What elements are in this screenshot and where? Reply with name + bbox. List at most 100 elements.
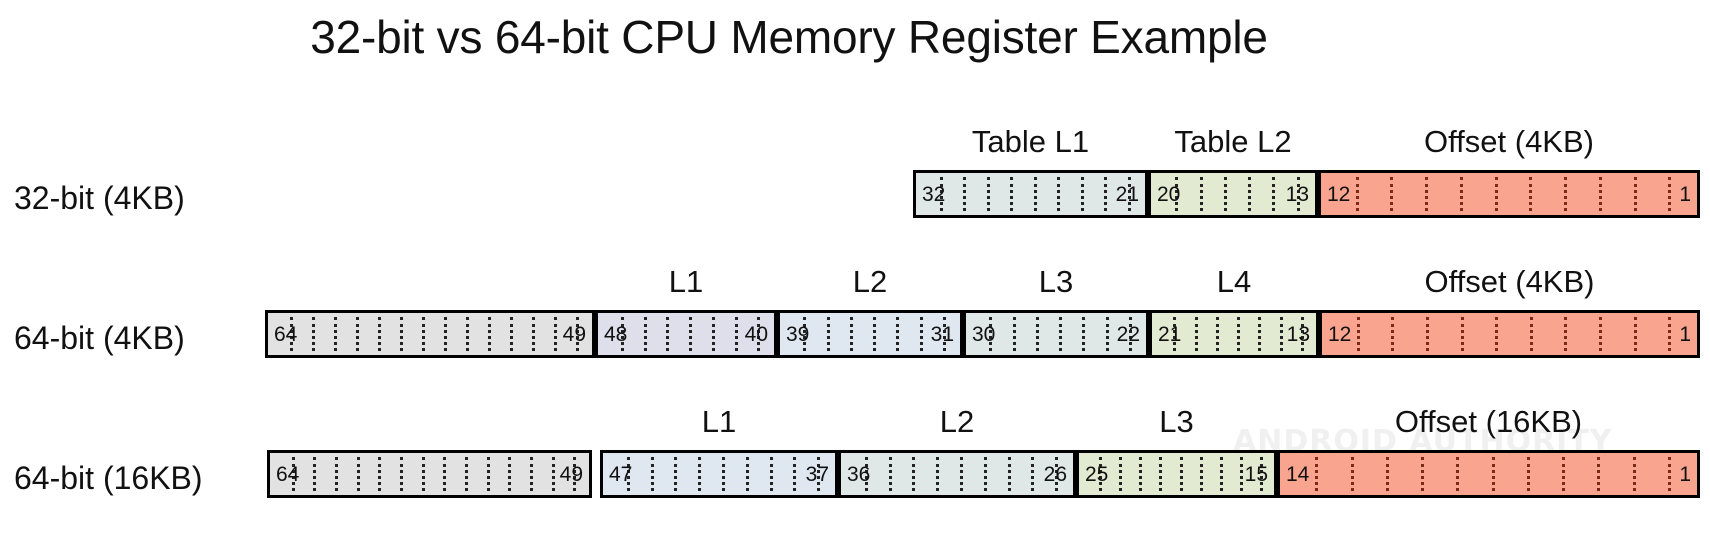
bit-separator-tick bbox=[1495, 317, 1499, 351]
bit-separator-tick bbox=[1033, 177, 1037, 211]
segment-end-bit: 1 bbox=[1679, 462, 1691, 486]
segment-end-bit: 26 bbox=[1043, 462, 1067, 486]
segment-caption: Offset (16KB) bbox=[1394, 404, 1583, 439]
segment-end-bit: 21 bbox=[1115, 182, 1139, 206]
bit-separators bbox=[603, 453, 835, 495]
bit-separator-tick bbox=[1315, 457, 1319, 491]
bit-separators bbox=[270, 453, 589, 495]
bit-separator-tick bbox=[1564, 177, 1568, 211]
bit-separator-tick bbox=[745, 457, 749, 491]
bit-separator-tick bbox=[1104, 177, 1107, 211]
bit-separators bbox=[916, 173, 1145, 215]
segment-caption: L1 bbox=[701, 404, 737, 439]
bit-separators bbox=[1321, 173, 1697, 215]
segment-caption: L2 bbox=[852, 264, 888, 299]
segment-caption: Table L2 bbox=[1174, 124, 1292, 159]
bit-separator-tick bbox=[1248, 177, 1252, 211]
segment-end-bit: 13 bbox=[1285, 182, 1309, 206]
bit-separator-tick bbox=[1425, 317, 1429, 351]
bit-separator-tick bbox=[1632, 457, 1636, 491]
bit-separator-tick bbox=[488, 317, 491, 351]
segment-caption: Offset (4KB) bbox=[1424, 124, 1594, 159]
bit-separator-tick bbox=[1529, 177, 1533, 211]
bit-separator-tick bbox=[1258, 317, 1262, 351]
row-label: 64-bit (16KB) bbox=[14, 460, 203, 496]
segment-start-bit: 21 bbox=[1158, 322, 1182, 346]
bit-separator-tick bbox=[650, 457, 654, 491]
bit-separator-tick bbox=[1494, 177, 1498, 211]
bit-separator-tick bbox=[1105, 317, 1109, 351]
segment-caption: Offset (4KB) bbox=[1424, 264, 1595, 299]
bit-separators bbox=[1322, 313, 1697, 355]
bit-separator-tick bbox=[1668, 317, 1672, 351]
bit-separator-tick bbox=[1119, 457, 1123, 491]
bit-separator-tick bbox=[551, 457, 555, 491]
bit-separators bbox=[1280, 453, 1697, 495]
bit-separator-tick bbox=[1391, 317, 1395, 351]
bit-separator-tick bbox=[963, 177, 966, 211]
bit-separator-tick bbox=[443, 457, 447, 491]
bit-separator-tick bbox=[1272, 177, 1276, 211]
bit-separator-tick bbox=[1215, 317, 1219, 351]
segment-start-bit: 20 bbox=[1157, 182, 1181, 206]
bit-separator-tick bbox=[312, 317, 315, 351]
bit-separator-tick bbox=[400, 317, 403, 351]
bit-separator-tick bbox=[1059, 317, 1062, 351]
bit-separator-tick bbox=[1385, 457, 1389, 491]
bit-separator-tick bbox=[1633, 177, 1637, 211]
bit-separator-tick bbox=[1007, 457, 1011, 491]
bit-separator-tick bbox=[849, 317, 853, 351]
bit-separator-tick bbox=[698, 457, 702, 491]
bit-separator-tick bbox=[674, 457, 678, 491]
bit-separator-tick bbox=[400, 457, 403, 491]
bit-separator-tick bbox=[532, 317, 535, 351]
bit-separator-tick bbox=[912, 457, 916, 491]
segment-end-bit: 31 bbox=[930, 322, 954, 346]
bit-separator-tick bbox=[722, 457, 725, 491]
bit-separator-tick bbox=[643, 317, 647, 351]
segment-end-bit: 13 bbox=[1286, 322, 1310, 346]
bit-separator-tick bbox=[1223, 177, 1227, 211]
segment-start-bit: 39 bbox=[786, 322, 810, 346]
bit-separator-tick bbox=[873, 317, 876, 351]
page-title: 32-bit vs 64-bit CPU Memory Register Exa… bbox=[310, 11, 1268, 63]
bit-separator-tick bbox=[486, 457, 490, 491]
bit-separators bbox=[841, 453, 1073, 495]
bit-separator-tick bbox=[313, 457, 317, 491]
segment-end-bit: 1 bbox=[1679, 182, 1691, 206]
bit-separator-tick bbox=[896, 317, 900, 351]
bit-separator-tick bbox=[1597, 457, 1601, 491]
bit-separators bbox=[268, 313, 592, 355]
bit-separator-tick bbox=[356, 317, 359, 351]
row-label: 32-bit (4KB) bbox=[14, 180, 185, 216]
segment-end-bit: 37 bbox=[805, 462, 829, 486]
bit-separator-tick bbox=[1031, 457, 1035, 491]
bit-separator-tick bbox=[1080, 177, 1084, 211]
bit-separator-tick bbox=[378, 317, 381, 351]
bit-separator-tick bbox=[1564, 317, 1568, 351]
bit-separator-tick bbox=[422, 317, 425, 351]
segment-caption: L3 bbox=[1038, 264, 1074, 299]
bit-separator-tick bbox=[510, 317, 513, 351]
bit-separator-tick bbox=[769, 457, 773, 491]
bit-field-segment: 21 13 bbox=[1149, 310, 1319, 358]
bit-separator-tick bbox=[1526, 457, 1530, 491]
segment-caption: L1 bbox=[668, 264, 704, 299]
segment-start-bit: 12 bbox=[1327, 182, 1351, 206]
bit-separator-tick bbox=[1035, 317, 1039, 351]
bit-separator-tick bbox=[1199, 457, 1203, 491]
bit-separator-tick bbox=[1668, 177, 1672, 211]
segment-start-bit: 36 bbox=[847, 462, 871, 486]
bit-separator-tick bbox=[378, 457, 382, 491]
segment-caption: L4 bbox=[1216, 264, 1252, 299]
bit-field-segment: 12 1 bbox=[1318, 170, 1700, 218]
segment-end-bit: 15 bbox=[1244, 462, 1268, 486]
segment-end-bit: 1 bbox=[1679, 322, 1691, 346]
